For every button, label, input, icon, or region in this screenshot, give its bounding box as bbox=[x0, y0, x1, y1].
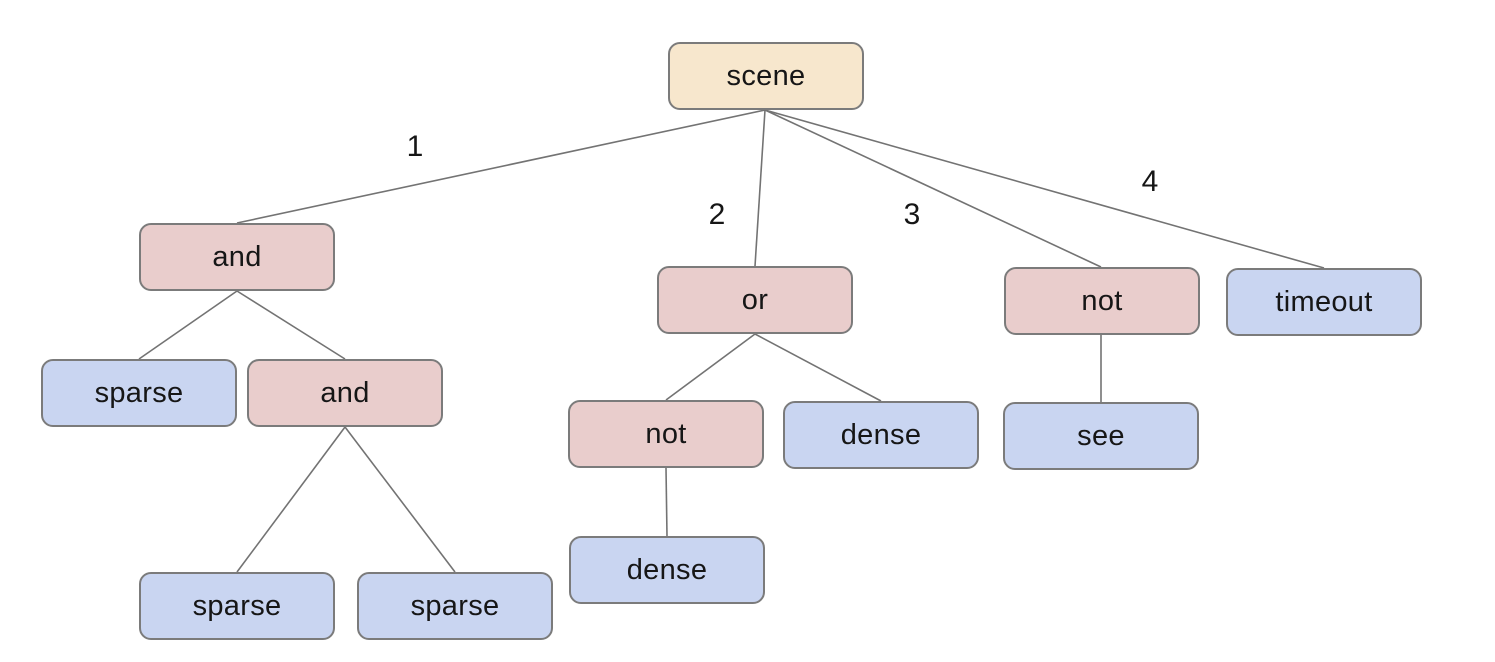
node-sparse-bottom-1: sparse bbox=[139, 572, 335, 640]
node-sparse-left: sparse bbox=[41, 359, 237, 427]
node-see: see bbox=[1003, 402, 1199, 470]
edge-and2-sparse2 bbox=[344, 426, 456, 573]
node-or: or bbox=[657, 266, 853, 334]
edge-or-dense bbox=[754, 333, 882, 402]
node-timeout: timeout bbox=[1226, 268, 1422, 336]
node-not-middle: not bbox=[568, 400, 764, 468]
edge-label-1: 1 bbox=[406, 130, 424, 163]
edge-scene-timeout bbox=[764, 109, 1325, 269]
edge-label-3: 3 bbox=[903, 198, 921, 231]
node-and: and bbox=[139, 223, 335, 291]
edge-and-sparse bbox=[138, 290, 238, 360]
node-scene: scene bbox=[668, 42, 864, 110]
node-sparse-bottom-2: sparse bbox=[357, 572, 553, 640]
edge-scene-and bbox=[236, 109, 766, 224]
node-not-right: not bbox=[1004, 267, 1200, 335]
edge-label-4: 4 bbox=[1141, 165, 1159, 198]
edge-and-and bbox=[236, 290, 346, 360]
node-and-nested: and bbox=[247, 359, 443, 427]
edge-scene-or bbox=[754, 109, 766, 267]
edge-or-not bbox=[665, 333, 756, 401]
edge-scene-not bbox=[764, 109, 1102, 268]
edge-not-dense bbox=[665, 467, 668, 537]
edge-and2-sparse1 bbox=[236, 426, 346, 573]
edge-label-2: 2 bbox=[708, 198, 726, 231]
node-dense-middle: dense bbox=[783, 401, 979, 469]
node-dense-bottom: dense bbox=[569, 536, 765, 604]
